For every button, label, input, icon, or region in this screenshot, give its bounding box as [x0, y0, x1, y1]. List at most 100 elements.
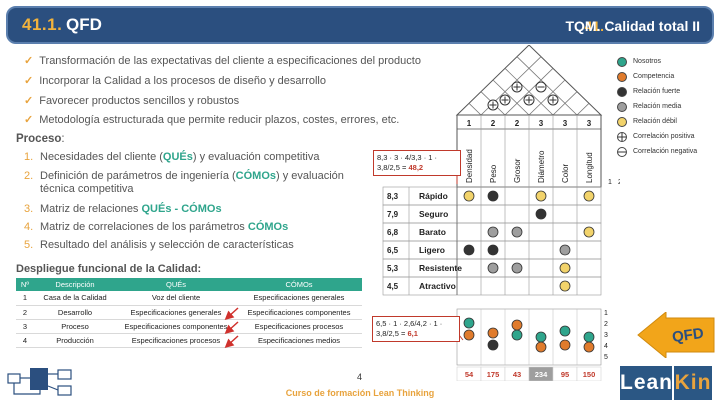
col-weight: 2 [515, 119, 520, 128]
technical-evaluation-marker [583, 341, 595, 353]
row-name: Seguro [419, 209, 448, 219]
row-weight: 7,9 [387, 210, 399, 219]
scale-label: 2 [618, 179, 620, 186]
legend-item: Nosotros [617, 56, 697, 71]
footer-text: Curso de formación Lean Thinking [285, 388, 435, 398]
technical-evaluation-marker [535, 341, 547, 353]
check-icon: ✓ [24, 114, 34, 126]
relation-marker [583, 190, 595, 202]
legend-item: Relación fuerte [617, 86, 697, 101]
total-value: 43 [513, 370, 521, 379]
bullet-item: ✓Metodología estructurada que permite re… [24, 114, 400, 126]
technical-evaluation-marker [559, 339, 571, 351]
calc-box-top: 8,3 · 3 · 4/3,3 · 1 · 3,8/2,5 = 48,2 [373, 150, 461, 176]
row-name: Ligero [419, 245, 445, 255]
col-header: QUÉs [116, 278, 236, 291]
legend-swatch [617, 87, 627, 97]
bullet-item: ✓Favorecer productos sencillos y robusto… [24, 95, 240, 107]
qfd-badge-label: QFD [671, 325, 705, 346]
bullet-item: ✓Incorporar la Calidad a los procesos de… [24, 75, 326, 87]
relation-marker [559, 244, 571, 256]
relation-marker [511, 226, 523, 238]
bullet-item: ✓Transformación de las expectativas del … [24, 55, 421, 67]
legend-item: Relación media [617, 101, 697, 116]
row-weight: 4,5 [387, 282, 399, 291]
check-icon: ✓ [24, 55, 34, 67]
legend-item: Correlación positiva [617, 131, 697, 146]
total-value: 150 [583, 370, 596, 379]
technical-evaluation-marker [487, 327, 499, 339]
negative-correlation-icon [617, 147, 627, 157]
technical-evaluation-marker [463, 329, 475, 341]
legend-item: Relación débil [617, 116, 697, 131]
scale-label: 2 [604, 321, 608, 328]
relation-marker [559, 262, 571, 274]
technical-evaluation-marker [487, 339, 499, 351]
table-header-row: Nº Descripción QUÉs CÓMOs [16, 278, 362, 291]
technical-evaluation-marker [463, 317, 475, 329]
relation-marker [511, 262, 523, 274]
total-cell [576, 366, 602, 381]
positive-correlation-icon [617, 132, 627, 142]
page-number: 4 [357, 372, 363, 382]
row-weight: 6,8 [387, 228, 399, 237]
col-header: Nº [16, 278, 34, 291]
legend-item: Correlación negativa [617, 146, 697, 161]
total-value: 54 [465, 370, 474, 379]
roof-grid-line [576, 103, 590, 116]
chapter-title: TQM. Calidad total II [565, 18, 700, 34]
chapter-number: 41. [584, 18, 604, 34]
relation-marker [487, 244, 499, 256]
row-name: Atractivo [419, 281, 456, 291]
table-title: Despliegue funcional de la Calidad: [16, 263, 202, 275]
col-name: Grosor [513, 158, 522, 183]
relation-marker [535, 190, 547, 202]
check-icon: ✓ [24, 75, 34, 87]
col-weight: 3 [587, 119, 592, 128]
relation-marker [559, 280, 571, 292]
row-name: Rápido [419, 191, 448, 201]
col-name: Longitud [585, 152, 594, 183]
scale-label: 3 [604, 332, 608, 339]
technical-evaluation-marker [535, 331, 547, 343]
total-value: 95 [561, 370, 569, 379]
matrix-row [382, 204, 602, 224]
legend-swatch [617, 102, 627, 112]
technical-evaluation-marker [559, 325, 571, 337]
relation-marker [463, 190, 475, 202]
legend-label: Relación débil [633, 118, 677, 125]
technical-evaluation-marker [583, 331, 595, 343]
roof-grid-line [516, 56, 578, 116]
step-item: 1.Necesidades del cliente (QUÉs) y evalu… [24, 151, 320, 163]
relation-marker [535, 208, 547, 220]
check-icon: ✓ [24, 95, 34, 107]
page-title: QFD [66, 15, 102, 34]
scale-label: 5 [604, 354, 608, 361]
legend-label: Relación fuerte [633, 88, 681, 95]
scale-label: 4 [604, 343, 608, 350]
total-value: 175 [487, 370, 500, 379]
matrix-row [382, 276, 602, 296]
roof-grid-line [468, 103, 482, 116]
flow-arrows [224, 307, 239, 349]
legend-label: Nosotros [633, 58, 662, 65]
row-name: Barato [419, 227, 446, 237]
roof-grid-line [504, 68, 554, 116]
legend-swatch [617, 72, 627, 82]
col-header: CÓMOs [236, 278, 362, 291]
relation-marker [583, 226, 595, 238]
col-weight: 2 [491, 119, 496, 128]
technical-evaluation-marker [511, 329, 523, 341]
total-value: 234 [535, 370, 548, 379]
leankin-logo: Lean Kin [620, 366, 712, 400]
legend-label: Correlación negativa [633, 148, 698, 155]
col-weight: 3 [539, 119, 544, 128]
legend-swatch [617, 117, 627, 127]
calc-box-bottom: 6,5 · 1 · 2,6/4,2 · 1 · 3,8/2,5 = 6,1 [372, 316, 460, 342]
process-flow-icon [7, 368, 72, 396]
